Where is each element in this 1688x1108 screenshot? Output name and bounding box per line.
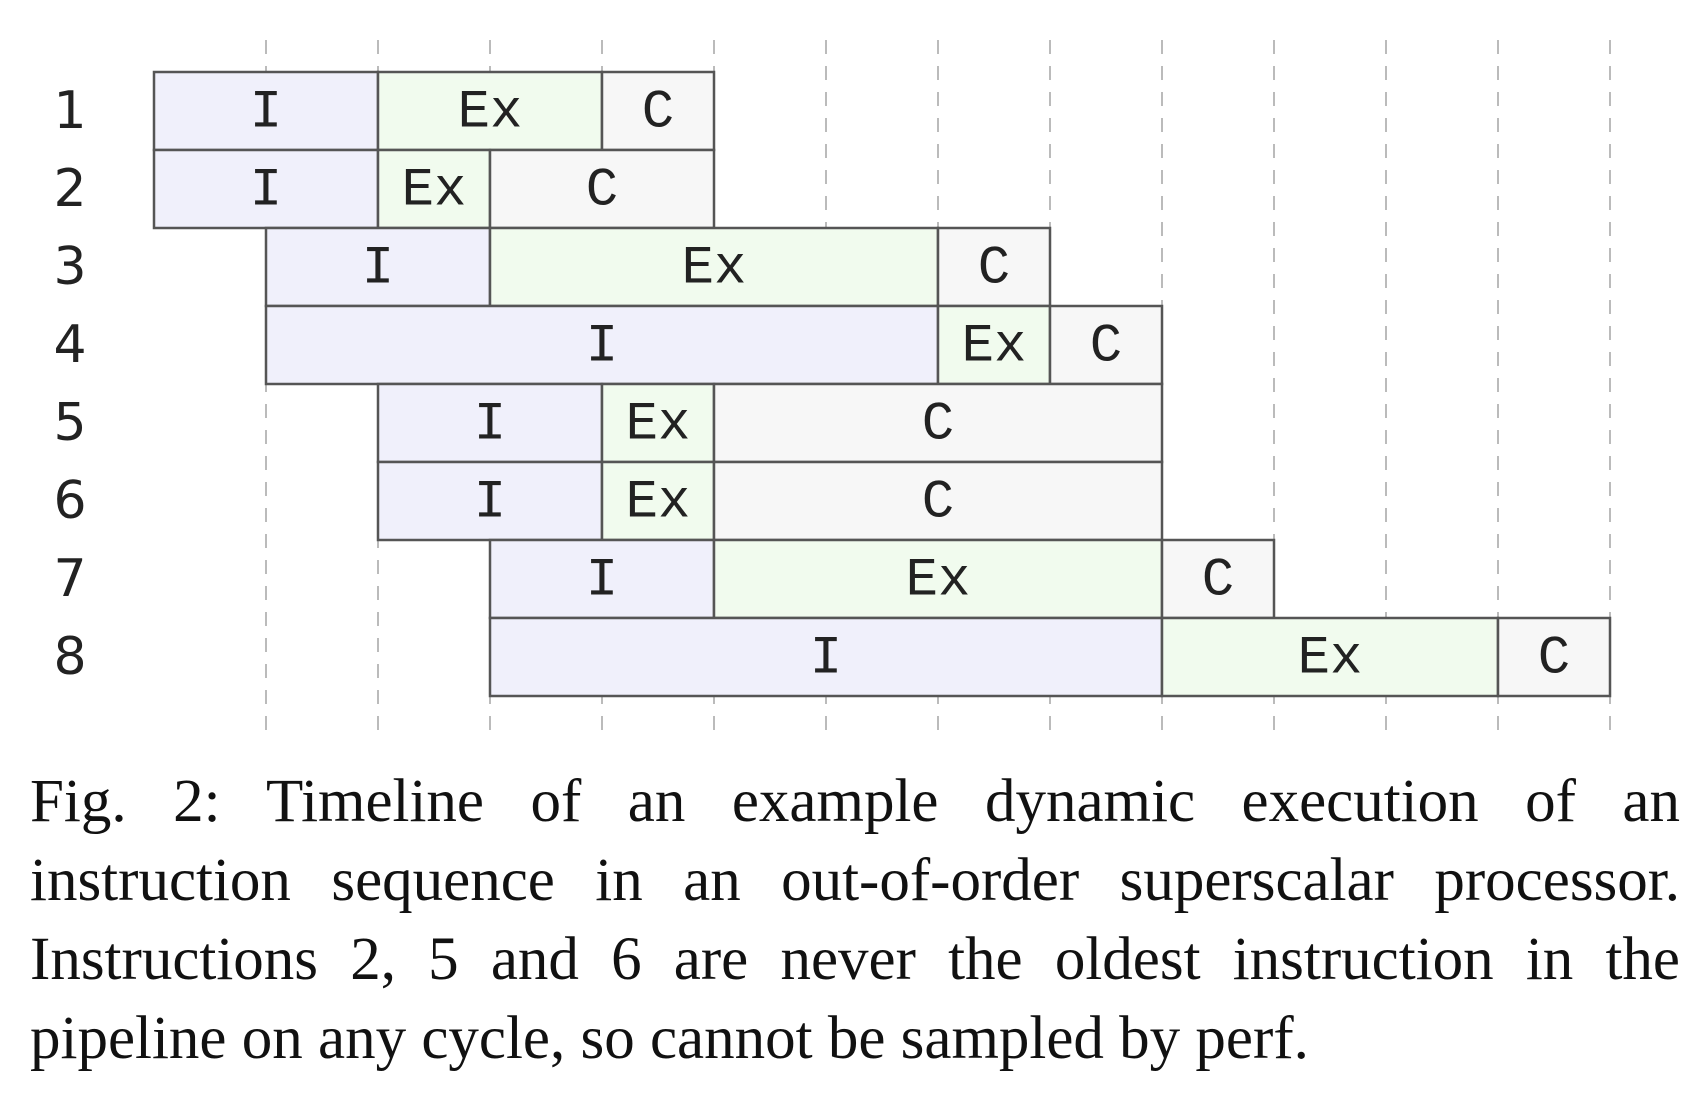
caption-line-3: Instructions 2, 5 and 6 are never the ol… <box>30 926 1680 993</box>
instruction-row: 5 I Ex C <box>53 382 1164 464</box>
instruction-row: 7 I Ex C <box>53 538 1276 620</box>
instruction-row: 1 I Ex C <box>53 70 716 152</box>
stage-label-c: C <box>922 395 954 456</box>
stage-label-i: I <box>250 83 282 144</box>
instruction-number-label: 6 <box>53 471 86 531</box>
stage-label-i: I <box>586 551 618 612</box>
stage-label-i: I <box>586 317 618 378</box>
instruction-number-label: 7 <box>53 549 86 609</box>
stage-label-ex: Ex <box>906 551 971 612</box>
instruction-number-label: 8 <box>53 627 86 687</box>
stage-block-i <box>376 382 604 464</box>
stage-label-ex: Ex <box>1298 629 1363 690</box>
stage-block-c <box>936 226 1052 308</box>
stage-label-c: C <box>1090 317 1122 378</box>
stage-label-c: C <box>642 83 674 144</box>
stage-label-i: I <box>474 395 506 456</box>
stage-block-i <box>488 616 1164 698</box>
stage-label-ex: Ex <box>626 473 691 534</box>
stage-block-c <box>1496 616 1612 698</box>
instruction-row: 3 I Ex C <box>53 226 1052 308</box>
instruction-row: 4 I Ex C <box>53 304 1164 386</box>
figure-caption: Fig. 2: Timeline of an example dynamic e… <box>30 762 1680 1078</box>
stage-label-i: I <box>362 239 394 300</box>
caption-line-4: pipeline on any cycle, so cannot be samp… <box>30 1005 1309 1072</box>
stage-label-c: C <box>978 239 1010 300</box>
stage-label-i: I <box>810 629 842 690</box>
stage-label-ex: Ex <box>402 161 467 222</box>
stage-block-c <box>600 70 716 152</box>
stage-label-ex: Ex <box>458 83 523 144</box>
stage-label-c: C <box>586 161 618 222</box>
stage-block-i <box>376 460 604 542</box>
stage-label-c: C <box>1538 629 1570 690</box>
instruction-number-label: 1 <box>53 81 86 141</box>
instruction-row: 6 I Ex C <box>53 460 1164 542</box>
stage-label-ex: Ex <box>682 239 747 300</box>
stage-block-ex <box>936 304 1052 386</box>
stage-label-ex: Ex <box>962 317 1027 378</box>
instruction-number-label: 4 <box>53 315 86 375</box>
stage-block-ex <box>712 538 1164 620</box>
stage-label-i: I <box>250 161 282 222</box>
instruction-number-label: 5 <box>53 393 86 453</box>
stage-block-c <box>712 460 1164 542</box>
stage-block-ex <box>600 460 716 542</box>
stage-block-i <box>488 538 716 620</box>
stage-block-ex <box>600 382 716 464</box>
stage-label-c: C <box>922 473 954 534</box>
instruction-row: 8 I Ex C <box>53 616 1612 698</box>
stage-block-ex <box>376 148 492 230</box>
stage-block-c <box>1160 538 1276 620</box>
instruction-number-label: 2 <box>53 159 86 219</box>
instruction-number-label: 3 <box>53 237 86 297</box>
stage-block-i <box>264 226 492 308</box>
stage-block-c <box>712 382 1164 464</box>
stage-label-c: C <box>1202 551 1234 612</box>
caption-line-1: Fig. 2: Timeline of an example dynamic e… <box>30 768 1680 835</box>
stage-label-ex: Ex <box>626 395 691 456</box>
caption-line-2: instruction sequence in an out-of-order … <box>30 847 1680 914</box>
instruction-row: 2 I Ex C <box>53 148 716 230</box>
stage-label-i: I <box>474 473 506 534</box>
